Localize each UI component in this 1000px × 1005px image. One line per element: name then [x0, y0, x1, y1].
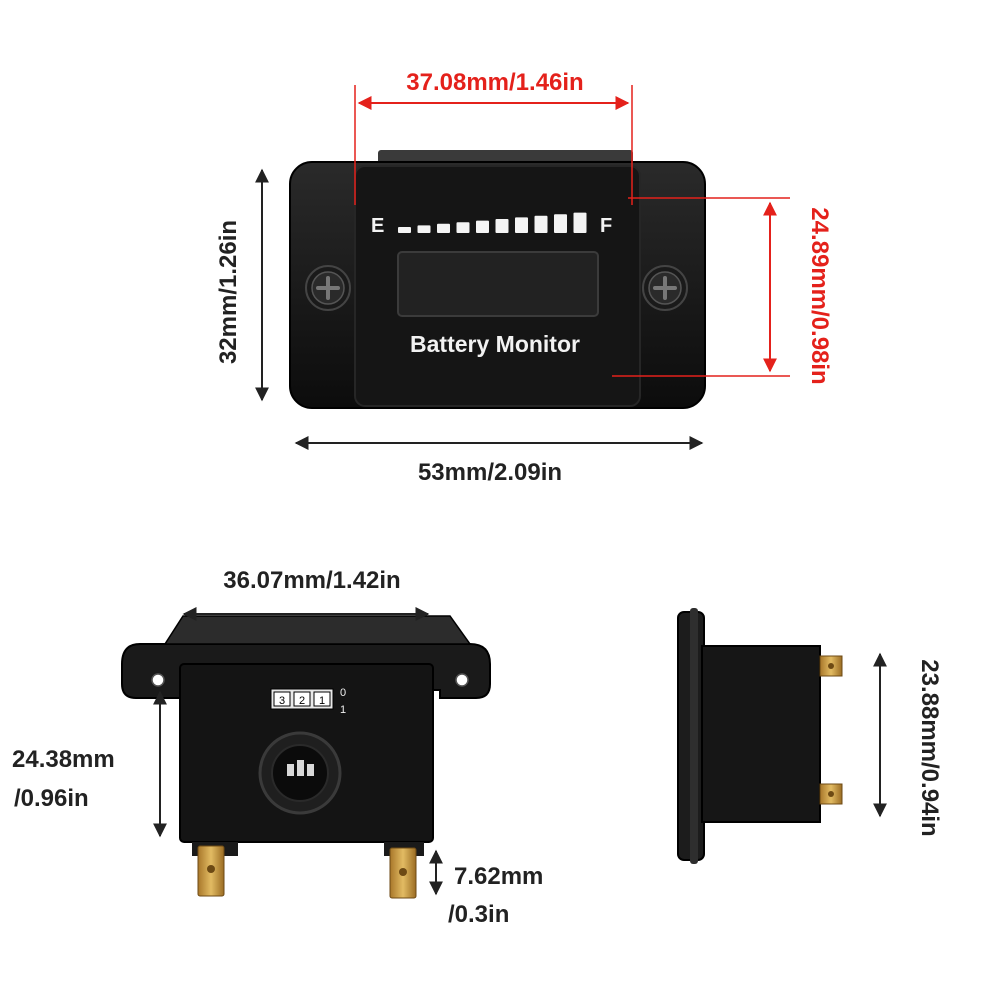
rear-mount-hole-right — [455, 673, 469, 687]
screw-right-icon — [642, 265, 688, 311]
battery-segment-2 — [417, 225, 431, 233]
height-label: 32mm/1.26in — [215, 220, 242, 364]
window-width-label: 37.08mm/1.46in — [406, 69, 583, 96]
screw-left-icon — [305, 265, 351, 311]
connector-socket — [258, 731, 342, 815]
battery-segment-4 — [456, 222, 470, 233]
front-view: E F Battery Monitor 37.08mm/1.46in 24.89… — [215, 69, 833, 486]
dip-switch: 3 2 1 0 1 — [270, 687, 346, 716]
display-window — [397, 251, 599, 317]
body-height-label-line1: 24.38mm — [12, 746, 115, 773]
switch-position-2: 2 — [299, 695, 305, 707]
device-label: Battery Monitor — [410, 331, 580, 357]
switch-state-off: 0 — [340, 687, 346, 699]
side-terminal-top — [819, 655, 843, 677]
rear-terminal-left — [192, 842, 238, 897]
side-housing — [701, 645, 821, 823]
rear-terminal-right — [384, 842, 424, 899]
side-flange-edge — [690, 608, 698, 864]
empty-mark: E — [371, 215, 384, 237]
battery-segment-6 — [495, 219, 509, 233]
window-height-label: 24.89mm/0.98in — [806, 207, 833, 384]
switch-state-on: 1 — [340, 704, 346, 716]
terminal-label-line2: /0.3in — [448, 901, 509, 928]
battery-segment-9 — [554, 214, 567, 233]
battery-segment-3 — [437, 223, 450, 233]
battery-segment-1 — [398, 227, 411, 233]
terminal-label-line1: 7.62mm — [454, 863, 543, 890]
full-mark: F — [600, 215, 612, 237]
body-width-label: 36.07mm/1.42in — [223, 567, 400, 594]
side-height-label: 23.88mm/0.94in — [916, 659, 943, 836]
rear-mount-hole-left — [151, 673, 165, 687]
side-view: 23.88mm/0.94in — [677, 608, 943, 864]
battery-segment-10 — [573, 212, 587, 233]
battery-segment-7 — [515, 217, 528, 233]
switch-position-3: 3 — [279, 695, 285, 707]
battery-segment-5 — [476, 220, 489, 233]
side-terminal-bottom — [819, 783, 843, 805]
rear-flange-top — [163, 615, 472, 645]
switch-position-1: 1 — [319, 695, 325, 707]
battery-segment-8 — [534, 215, 548, 233]
battery-level-segments — [398, 212, 587, 233]
body-height-label-line2: /0.96in — [14, 785, 89, 812]
rear-view: 3 2 1 0 1 36.07mm/1.42in — [12, 567, 543, 928]
width-label: 53mm/2.09in — [418, 459, 562, 486]
